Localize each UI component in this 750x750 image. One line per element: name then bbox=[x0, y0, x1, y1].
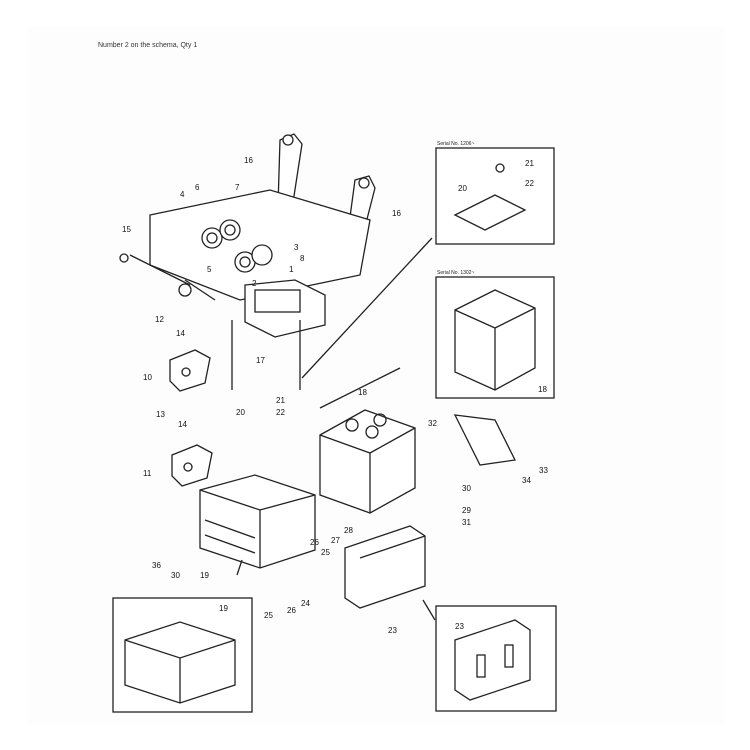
callout-14: 14 bbox=[178, 420, 187, 429]
callout-25: 25 bbox=[264, 611, 273, 620]
callout-19: 19 bbox=[219, 604, 228, 613]
part-32-plate bbox=[453, 414, 516, 466]
callout-14: 14 bbox=[176, 329, 185, 338]
callout-6: 6 bbox=[195, 183, 200, 192]
inset-box: Serial No. 1302~ bbox=[435, 270, 555, 399]
callout-7: 7 bbox=[235, 183, 240, 192]
inset-box-serial: Serial No. 1302~ bbox=[437, 270, 474, 276]
callout-25: 25 bbox=[321, 548, 330, 557]
callout-28: 28 bbox=[344, 526, 353, 535]
callout-3: 3 bbox=[294, 243, 299, 252]
callout-30: 30 bbox=[171, 571, 180, 580]
callout-1: 1 bbox=[289, 265, 294, 274]
inset-frame bbox=[112, 597, 253, 713]
callout-10: 10 bbox=[143, 373, 152, 382]
part-11-bracket bbox=[171, 444, 213, 487]
callout-34: 34 bbox=[522, 476, 531, 485]
callout-20: 20 bbox=[458, 184, 467, 193]
callout-26: 26 bbox=[287, 606, 296, 615]
control-valve-assembly bbox=[119, 189, 371, 301]
callout-33: 33 bbox=[539, 466, 548, 475]
callout-22: 22 bbox=[525, 179, 534, 188]
callout-30: 30 bbox=[462, 484, 471, 493]
callout-5: 5 bbox=[207, 265, 212, 274]
diagram-caption: Number 2 on the schema, Qty 1 bbox=[98, 42, 198, 49]
inset-plate: Serial No. 1206~ bbox=[435, 141, 555, 245]
callout-15: 15 bbox=[122, 225, 131, 234]
callout-21: 21 bbox=[276, 396, 285, 405]
part-19-frame bbox=[199, 474, 316, 569]
callout-18: 18 bbox=[538, 385, 547, 394]
callout-12: 12 bbox=[155, 315, 164, 324]
callout-13: 13 bbox=[156, 410, 165, 419]
callout-23: 23 bbox=[388, 626, 397, 635]
part-23-cover bbox=[344, 525, 426, 609]
callout-18: 18 bbox=[358, 388, 367, 397]
part-18-box bbox=[319, 409, 416, 514]
callout-19: 19 bbox=[200, 571, 209, 580]
leader-lines bbox=[231, 237, 436, 621]
callout-8: 8 bbox=[300, 254, 305, 263]
callout-11: 11 bbox=[143, 469, 152, 478]
callout-21: 21 bbox=[525, 159, 534, 168]
callout-29: 29 bbox=[462, 506, 471, 515]
part-17-housing bbox=[244, 279, 326, 338]
callout-36: 36 bbox=[152, 561, 161, 570]
callout-16: 16 bbox=[244, 156, 253, 165]
callout-26: 26 bbox=[310, 538, 319, 547]
callout-22: 22 bbox=[276, 408, 285, 417]
callout-31: 31 bbox=[462, 518, 471, 527]
callout-2: 2 bbox=[252, 279, 257, 288]
inset-plate-serial: Serial No. 1206~ bbox=[437, 141, 474, 147]
callout-16: 16 bbox=[392, 209, 401, 218]
callout-24: 24 bbox=[301, 599, 310, 608]
callout-27: 27 bbox=[331, 536, 340, 545]
callout-20: 20 bbox=[236, 408, 245, 417]
callout-32: 32 bbox=[428, 419, 437, 428]
callout-4: 4 bbox=[180, 190, 185, 199]
callout-23: 23 bbox=[455, 622, 464, 631]
callout-17: 17 bbox=[256, 356, 265, 365]
part-10-bracket bbox=[169, 349, 211, 392]
inset-cover bbox=[435, 605, 557, 712]
